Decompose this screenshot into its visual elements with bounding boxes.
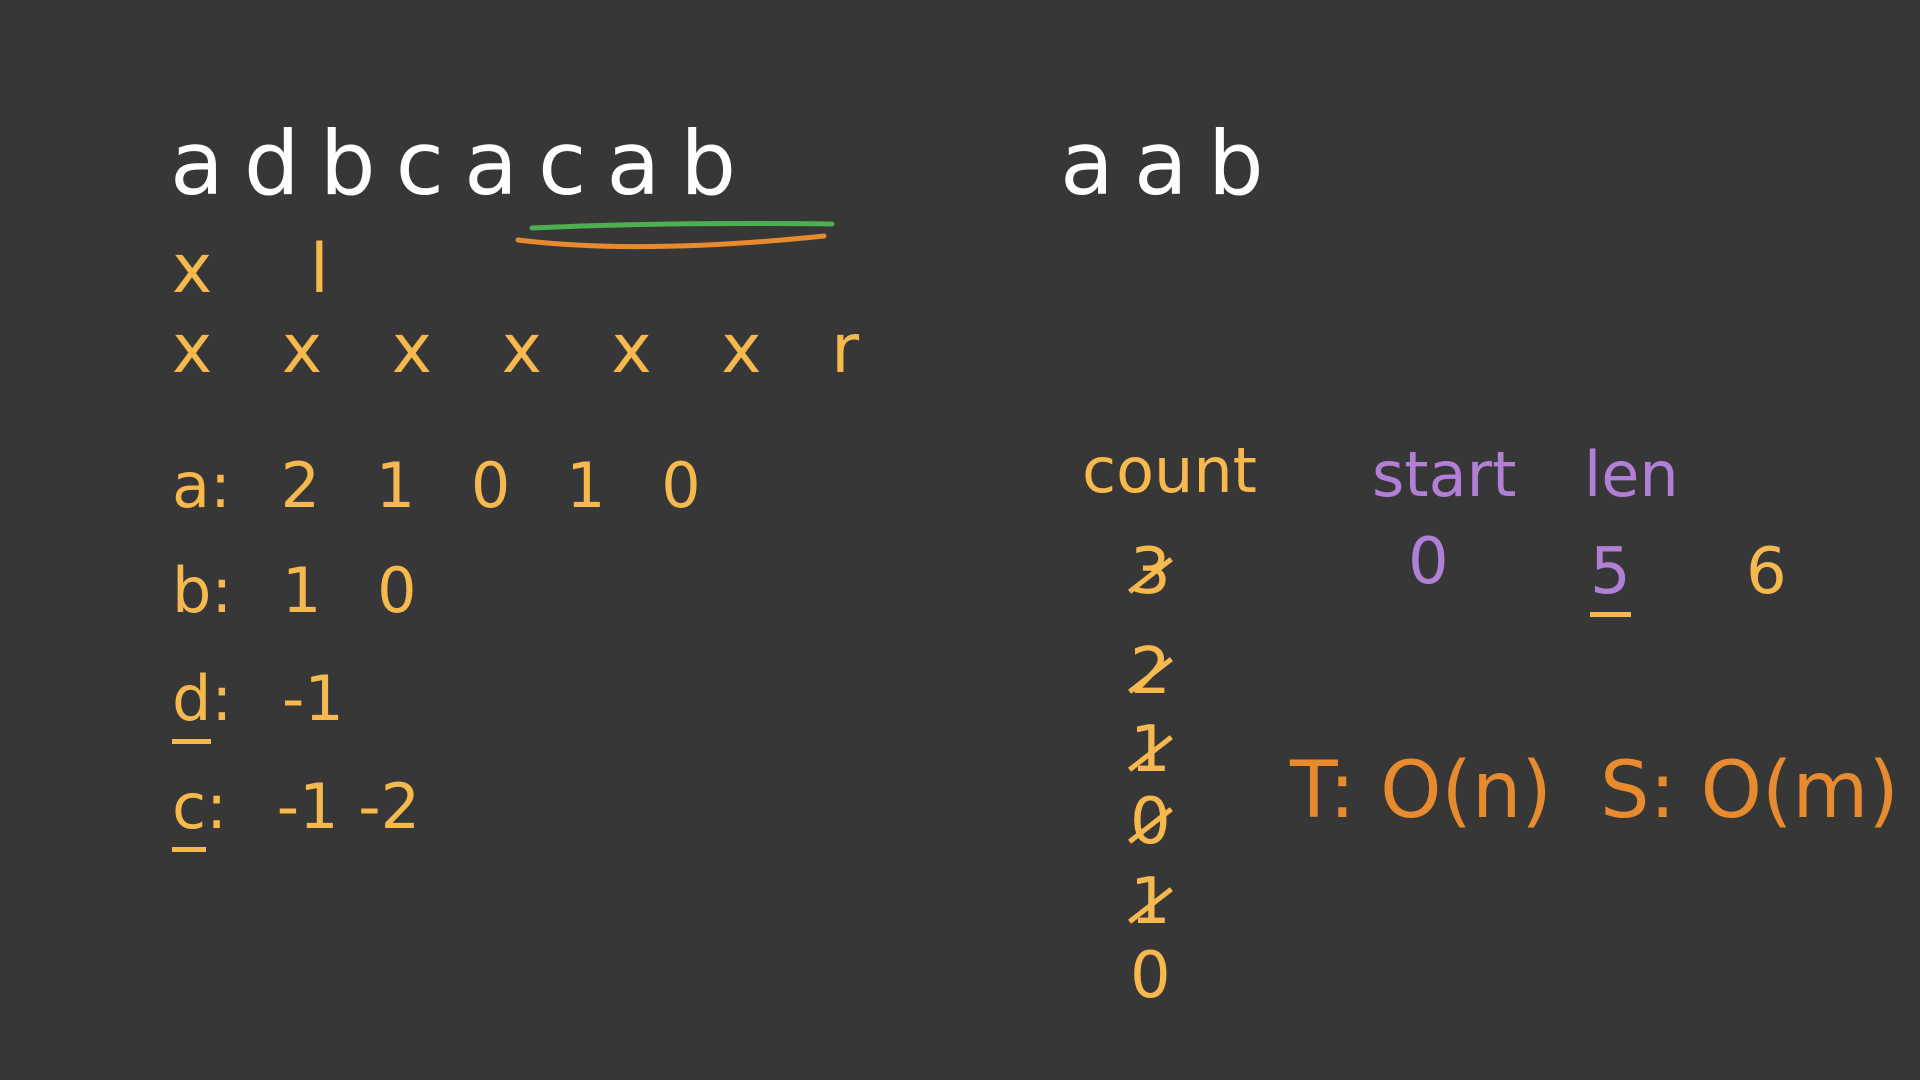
count-value: 0 (1130, 785, 1171, 859)
len-label: len (1584, 438, 1679, 511)
count-value: 3 (1130, 535, 1171, 609)
map-key: d (172, 662, 212, 744)
left-pointer-row: x l (172, 230, 367, 309)
map-row-b: b: 1 0 (172, 554, 435, 627)
map-row-d: d: -1 (172, 662, 344, 744)
count-value: 0 (1130, 939, 1171, 1013)
source-string: adbcacab (170, 112, 757, 215)
start-label: start (1372, 438, 1517, 511)
map-key: c (172, 770, 207, 852)
right-pointer-row: x x x x x x r (172, 310, 884, 389)
count-label: count (1082, 434, 1257, 507)
map-values: 2 1 0 1 0 (280, 449, 719, 522)
time-complexity: T: O(n) (1290, 746, 1552, 836)
len-value-old: 5 (1590, 540, 1631, 617)
map-key: b (172, 554, 212, 627)
count-value: 1 (1130, 713, 1171, 787)
target-string: aab (1060, 112, 1284, 215)
len-value-new: 6 (1746, 535, 1787, 609)
map-values: 1 0 (281, 554, 435, 627)
count-value: 2 (1130, 635, 1171, 709)
space-complexity: S: O(m) (1600, 746, 1899, 836)
map-row-a: a: 2 1 0 1 0 (172, 449, 719, 522)
map-key: a (172, 449, 210, 522)
map-values: -1 (281, 662, 344, 735)
map-values: -1 -2 (276, 770, 421, 843)
count-value: 1 (1130, 865, 1171, 939)
start-value: 0 (1408, 525, 1449, 599)
map-row-c: c: -1 -2 (172, 770, 420, 852)
